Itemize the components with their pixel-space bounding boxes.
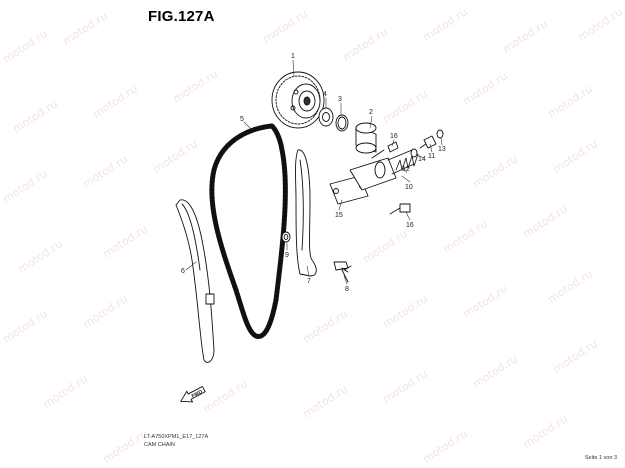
callout-2: 2 bbox=[369, 109, 373, 116]
callout-16-lower: 16 bbox=[406, 222, 414, 229]
cam-cap[interactable] bbox=[355, 122, 377, 154]
callout-9: 9 bbox=[285, 252, 289, 259]
tensioner-spring[interactable] bbox=[395, 153, 419, 171]
callout-1: 1 bbox=[291, 53, 295, 60]
washer[interactable] bbox=[318, 107, 334, 127]
callout-7: 7 bbox=[307, 278, 311, 285]
tensioner-adjuster[interactable] bbox=[349, 149, 415, 191]
tensioner-bolt-upper[interactable] bbox=[371, 141, 399, 159]
chain-guide[interactable] bbox=[295, 149, 317, 277]
cam-chain[interactable] bbox=[209, 123, 288, 339]
guide-bolt[interactable] bbox=[333, 261, 352, 283]
cap-washer[interactable] bbox=[436, 129, 444, 139]
model-code: LT-A750XPM1_E17_127A bbox=[144, 434, 209, 440]
fwd-arrow: FWD bbox=[180, 385, 206, 403]
group-name: CAM CHAIN bbox=[144, 442, 175, 448]
tensioner-cap-bolt[interactable] bbox=[419, 135, 437, 149]
callout-5: 5 bbox=[240, 116, 244, 123]
callout-10: 10 bbox=[405, 184, 413, 191]
callout-15: 15 bbox=[335, 212, 343, 219]
guide-washer[interactable] bbox=[281, 231, 291, 243]
callout-12: 12 bbox=[402, 166, 410, 173]
callout-3: 3 bbox=[338, 96, 342, 103]
callout-14: 14 bbox=[418, 156, 426, 163]
page-indicator: Seite 1 von 3 bbox=[584, 455, 617, 461]
chain-tensioner-guide[interactable] bbox=[175, 199, 215, 363]
figure-title: FIG.127A bbox=[148, 8, 215, 25]
callout-11: 11 bbox=[428, 153, 435, 160]
fwd-label: FWD bbox=[191, 389, 204, 400]
callout-6: 6 bbox=[181, 268, 185, 275]
tensioner-bolt-lower[interactable] bbox=[389, 203, 411, 215]
tensioner-gasket-small[interactable] bbox=[410, 148, 418, 158]
leader-lines bbox=[185, 59, 443, 285]
callout-13: 13 bbox=[438, 146, 446, 153]
callout-8: 8 bbox=[345, 286, 349, 293]
callout-4: 4 bbox=[323, 91, 327, 98]
callout-16-upper: 16 bbox=[390, 133, 398, 140]
cam-sprocket[interactable] bbox=[271, 71, 325, 129]
o-ring[interactable] bbox=[335, 114, 349, 132]
